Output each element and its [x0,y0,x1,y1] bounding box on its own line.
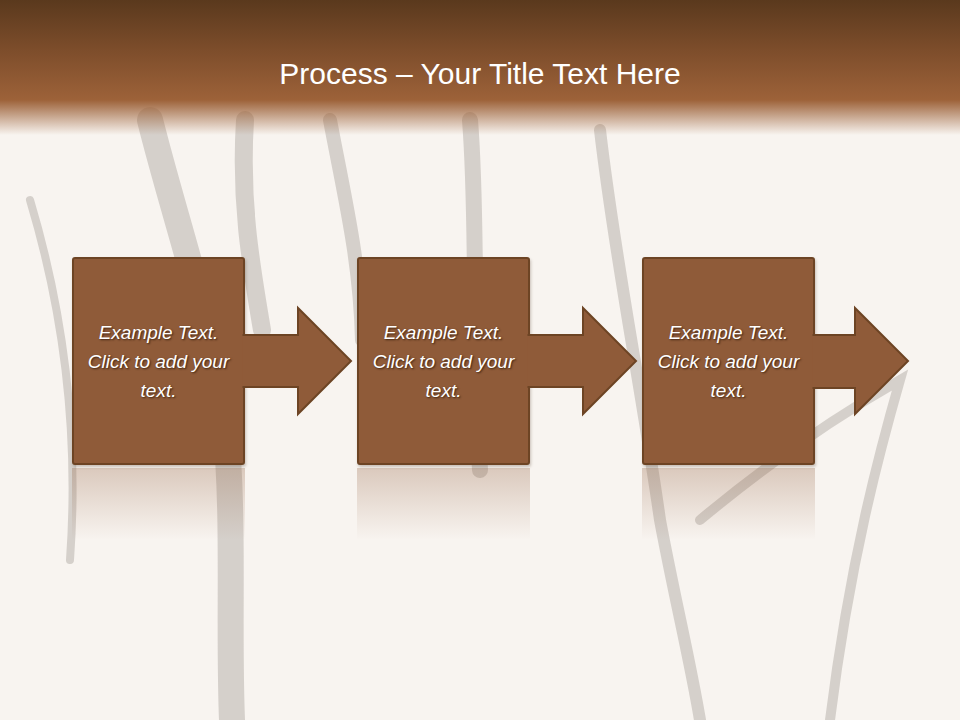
box-reflections [72,468,815,540]
process-box: Example Text. Click to add your text. [642,257,815,465]
tree-texture [30,120,900,720]
block-arrow [528,308,637,414]
box-text: Example Text. Click to add your text. [86,318,231,405]
process-box: Example Text. Click to add your text. [357,257,530,465]
box-text: Example Text. Click to add your text. [371,318,516,405]
trailing-arrow [813,308,909,414]
slide-title: Process – Your Title Text Here [0,52,960,96]
block-arrow [243,308,352,414]
box-text: Example Text. Click to add your text. [656,318,801,405]
process-box: Example Text. Click to add your text. [72,257,245,465]
